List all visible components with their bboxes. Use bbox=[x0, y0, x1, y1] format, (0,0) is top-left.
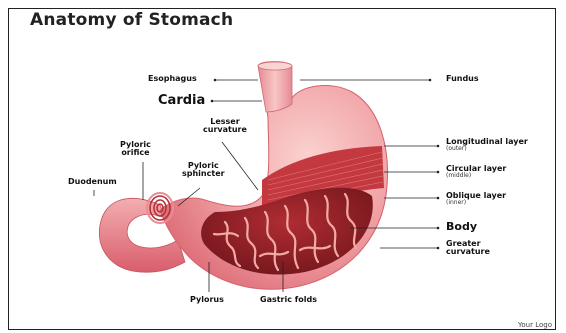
label-lesser-curvature-line2: curvature bbox=[203, 126, 247, 134]
label-greater-curvature-line2: curvature bbox=[446, 248, 490, 256]
label-body: Body bbox=[446, 221, 477, 233]
logo-placeholder: Your Logo bbox=[518, 321, 552, 329]
label-oblique-layer: Oblique layer (inner) bbox=[446, 192, 506, 207]
label-pyloric-orifice: Pyloric orifice bbox=[120, 141, 151, 158]
label-circular-layer-sub: (middle) bbox=[446, 173, 506, 179]
label-esophagus: Esophagus bbox=[148, 75, 197, 83]
label-duodenum: Duodenum bbox=[68, 178, 117, 186]
label-cardia: Cardia bbox=[158, 94, 205, 108]
label-pyloric-orifice-line2: orifice bbox=[120, 149, 151, 157]
label-circular-layer: Circular layer (middle) bbox=[446, 165, 506, 180]
label-longitudinal-layer-sub: (outer) bbox=[446, 146, 528, 152]
label-pylorus: Pylorus bbox=[190, 296, 224, 304]
label-pyloric-sphincter: Pyloric sphincter bbox=[182, 162, 225, 179]
label-longitudinal-layer: Longitudinal layer (outer) bbox=[446, 138, 528, 153]
label-lesser-curvature: Lesser curvature bbox=[203, 118, 247, 135]
label-greater-curvature: Greater curvature bbox=[446, 240, 490, 257]
label-fundus: Fundus bbox=[446, 75, 479, 83]
label-oblique-layer-sub: (inner) bbox=[446, 200, 506, 206]
label-gastric-folds: Gastric folds bbox=[260, 296, 317, 304]
label-pyloric-sphincter-line2: sphincter bbox=[182, 170, 225, 178]
